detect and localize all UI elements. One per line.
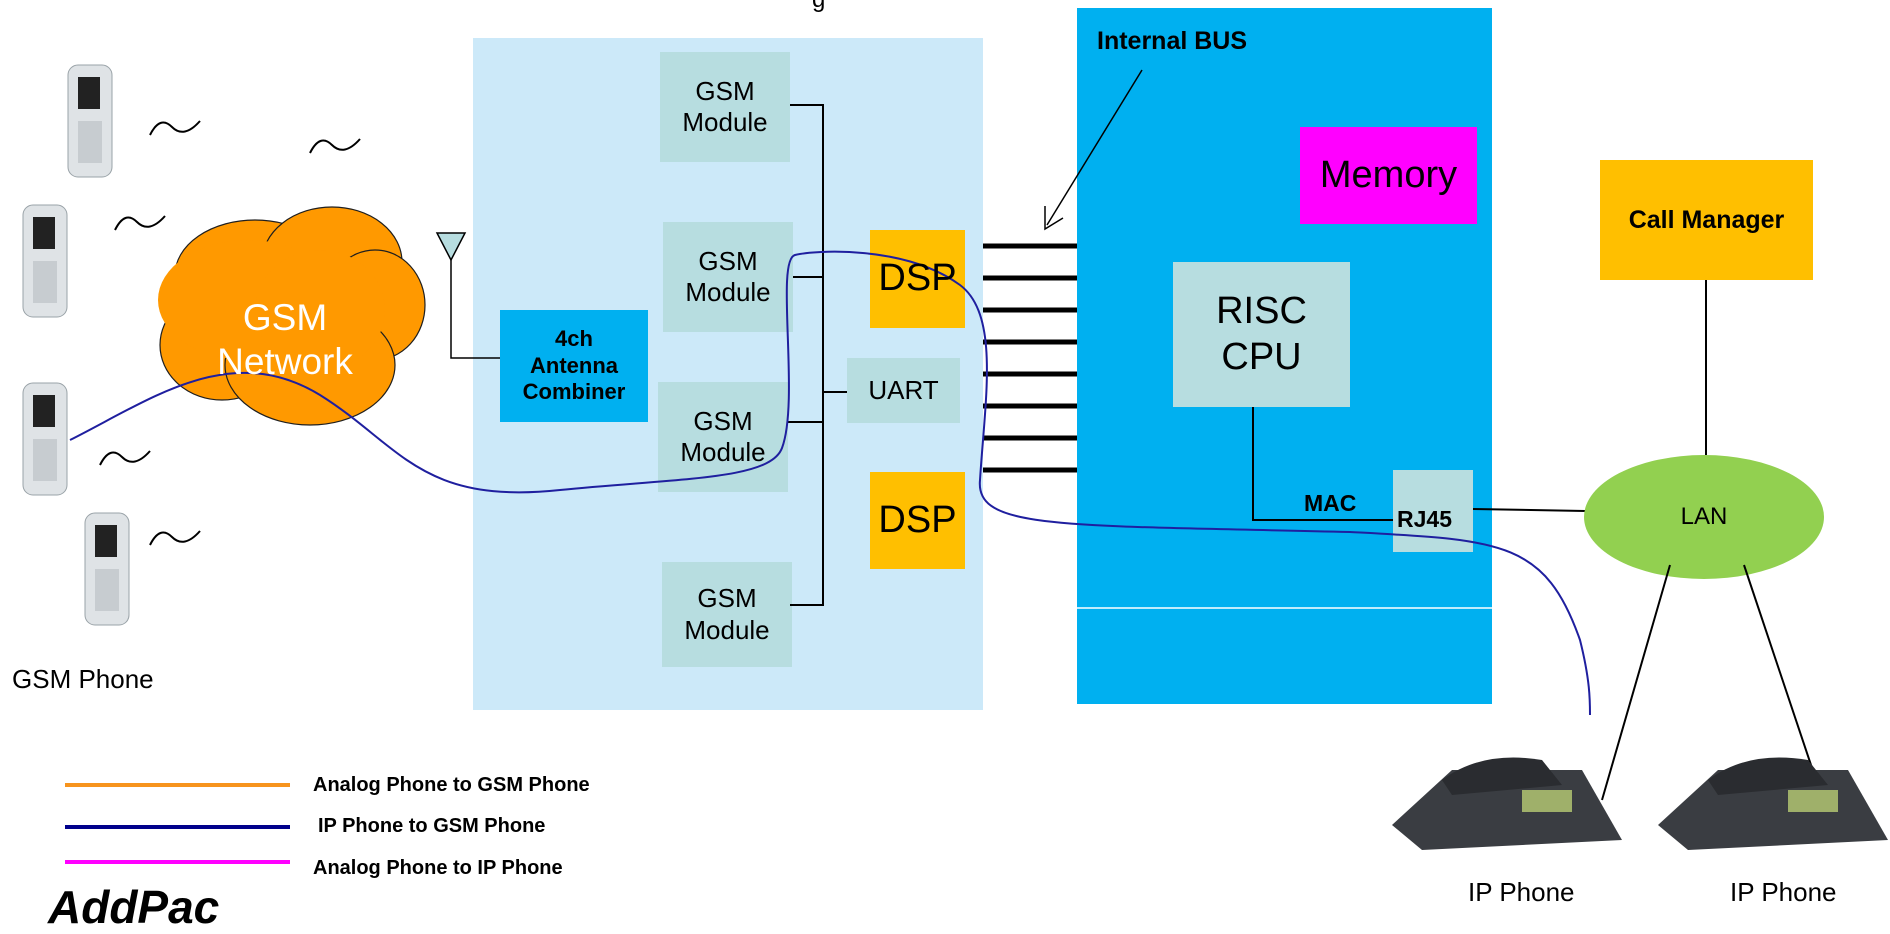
internal-bus-label: Internal BUS [1097,27,1248,55]
legend-label-analog-gsm: Analog Phone to GSM Phone [313,774,590,796]
cpu-mac-wire [1252,407,1393,521]
combiner-line1: 4ch [555,326,593,352]
gsm-module-2 [663,222,793,332]
gsm-phone-icon [84,512,130,626]
cpu-line2: CPU [1221,335,1302,378]
gsm-module-2-label: GSM Module [663,222,793,332]
module-bus-bracket [788,104,847,606]
gsm-module-1 [660,52,790,162]
combiner-line3: Combiner [522,379,626,405]
rj45-label: RJ45 [1397,506,1452,532]
lan-ellipse [1584,455,1824,579]
module-line2: Module [682,107,768,137]
module-line1: GSM [695,75,755,106]
ip-phone-icon [1658,757,1888,850]
antenna-icon [435,232,500,359]
uart-box [847,358,960,423]
uart-label: UART [868,374,939,405]
dsp-1-label: DSP [878,257,957,300]
gsm-module-4-label: GSM Module [662,562,792,667]
legend-label-analog-ip: Analog Phone to IP Phone [313,857,563,879]
lan-ipphone-link-1 [1601,564,1671,801]
memory-box [1300,127,1477,224]
ip-phone-1-label: IP Phone [1468,877,1575,907]
cpu-line1: RISC [1216,289,1307,332]
gsm-network-cloud [158,206,426,426]
gsm-module-4 [662,562,792,667]
rj45-lan-link [1472,508,1586,512]
ip-phone-icons [1392,757,1888,850]
gsm-phone-icons [22,64,130,626]
antenna-combiner-box [500,310,648,422]
module-line2: Module [680,437,766,467]
lan-ipphone-link-2 [1743,564,1813,769]
dsp-2-label: DSP [878,498,957,541]
ip-phone-icon [1392,757,1622,850]
module-line1: GSM [698,245,758,276]
call-path-ip-to-gsm [69,250,1591,716]
call-manager-box [1600,160,1813,280]
gsm-network-label: GSM Network [195,285,375,395]
rj45-box [1393,470,1473,552]
gsm-phone-icon [67,64,113,178]
gsm-module-3 [658,382,788,492]
gsm-network-line1: GSM [242,296,328,338]
gsm-module-1-label: GSM Module [660,52,790,162]
cpu-label: RISC CPU [1173,262,1350,407]
combiner-line2: Antenna [530,352,618,378]
dsp-box-2 [870,472,965,569]
gsm-phone-icon [22,382,68,496]
lan-label: LAN [1680,502,1728,530]
module-line1: GSM [697,583,757,614]
internal-bus-lines [983,243,1077,473]
internal-bus-arrow [1044,69,1143,231]
radio-wave-icons [99,120,361,546]
gsm-phone-icon [22,204,68,318]
mac-label: MAC [1304,490,1357,516]
cpu-box [1173,262,1350,407]
module-line2: Module [685,277,771,307]
gsm-network-line2: Network [217,341,353,382]
memory-label: Memory [1319,153,1458,196]
gsm-module-3-label: GSM Module [658,382,788,492]
ip-phone-2-label: IP Phone [1730,877,1837,907]
module-line2: Module [684,614,770,645]
diagram-canvas [22,8,1888,864]
title-fragment: g [812,0,825,14]
gsm-phone-label: GSM Phone [12,664,154,694]
module-line1: GSM [693,405,753,436]
addpac-logo: AddPac [48,881,220,933]
antenna-combiner-label: 4ch Antenna Combiner [500,310,648,422]
legend-label-ip-gsm: IP Phone to GSM Phone [318,815,546,837]
call-manager-label: Call Manager [1628,206,1785,234]
